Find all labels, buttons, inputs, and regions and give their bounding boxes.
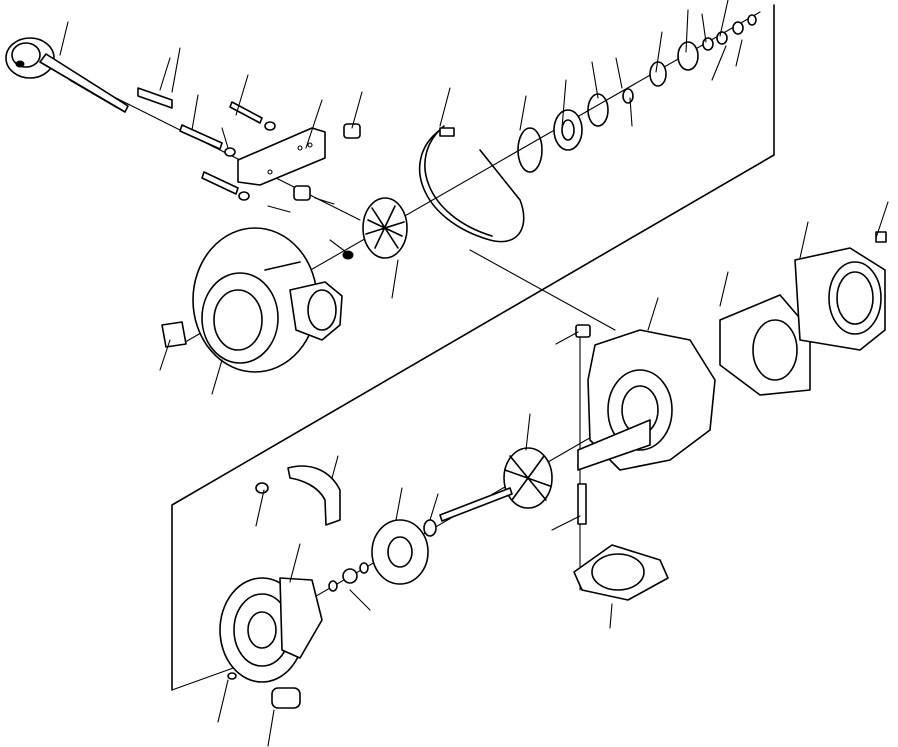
callout-leader-20: [629, 97, 633, 127]
stud-and-gasket: [573, 483, 669, 601]
callout-leader-16: [701, 13, 707, 43]
callout-leader-14: [655, 31, 663, 73]
callout-leader-8: [351, 91, 363, 129]
callout-leader-26: [211, 359, 223, 395]
callout-leader-15: [685, 9, 689, 53]
callout-leader-12: [591, 61, 599, 99]
callout-leader-1: [59, 21, 69, 56]
turbine-wheel: [439, 447, 553, 522]
callout-leader-32: [525, 413, 531, 451]
actuator-bracket: [237, 127, 326, 186]
callout-leader-13: [615, 57, 623, 89]
compressor-wheel: [342, 197, 408, 260]
callout-leader-22: [314, 197, 335, 205]
callout-leader-24: [391, 259, 399, 299]
callout-leader-33: [551, 515, 581, 531]
callout-leader-9: [439, 87, 451, 127]
callout-leader-36: [255, 489, 265, 527]
callout-leader-2: [159, 57, 171, 91]
callout-leader-29: [719, 271, 729, 307]
callout-leader-42: [267, 709, 275, 747]
callout-leader-6: [221, 127, 229, 149]
bushings: [293, 123, 361, 201]
callout-leader-17: [719, 0, 729, 37]
callout-leader-34: [609, 603, 613, 629]
callout-leader-38: [429, 493, 439, 521]
callout-leader-19: [711, 45, 727, 81]
callout-leader-3: [171, 47, 181, 93]
callout-leader-23: [329, 239, 347, 253]
snap-ring: [418, 125, 525, 243]
callout-leader-4: [191, 94, 199, 131]
callout-leader-18: [735, 39, 743, 67]
compressor-housing: [192, 227, 343, 373]
callout-leader-41: [217, 679, 229, 723]
turbine-outlet: [719, 231, 887, 396]
lower-parts: [255, 465, 437, 592]
callout-leader-31: [875, 201, 889, 239]
pin-and-bolts: [137, 87, 276, 201]
callout-leader-10: [519, 95, 527, 131]
callout-leader-40: [349, 589, 371, 611]
callout-leader-35: [331, 455, 339, 479]
thrust-parts: [517, 14, 757, 173]
callout-leader-30: [799, 221, 809, 259]
callout-leaders: [59, 0, 889, 747]
callout-leader-25: [159, 339, 171, 371]
callout-leader-37: [395, 487, 403, 521]
callout-leader-27: [555, 331, 579, 345]
turbine-housing-lower: [219, 577, 323, 709]
small-plate: [161, 321, 187, 348]
callout-leader-11: [561, 79, 567, 129]
callout-leader-28: [647, 297, 659, 331]
center-housing: [575, 324, 716, 471]
callout-leader-7: [305, 99, 323, 149]
callout-leader-21: [267, 205, 291, 213]
callout-leader-5: [235, 74, 249, 116]
callout-leader-39: [289, 543, 301, 583]
wastegate-actuator: [5, 37, 129, 113]
